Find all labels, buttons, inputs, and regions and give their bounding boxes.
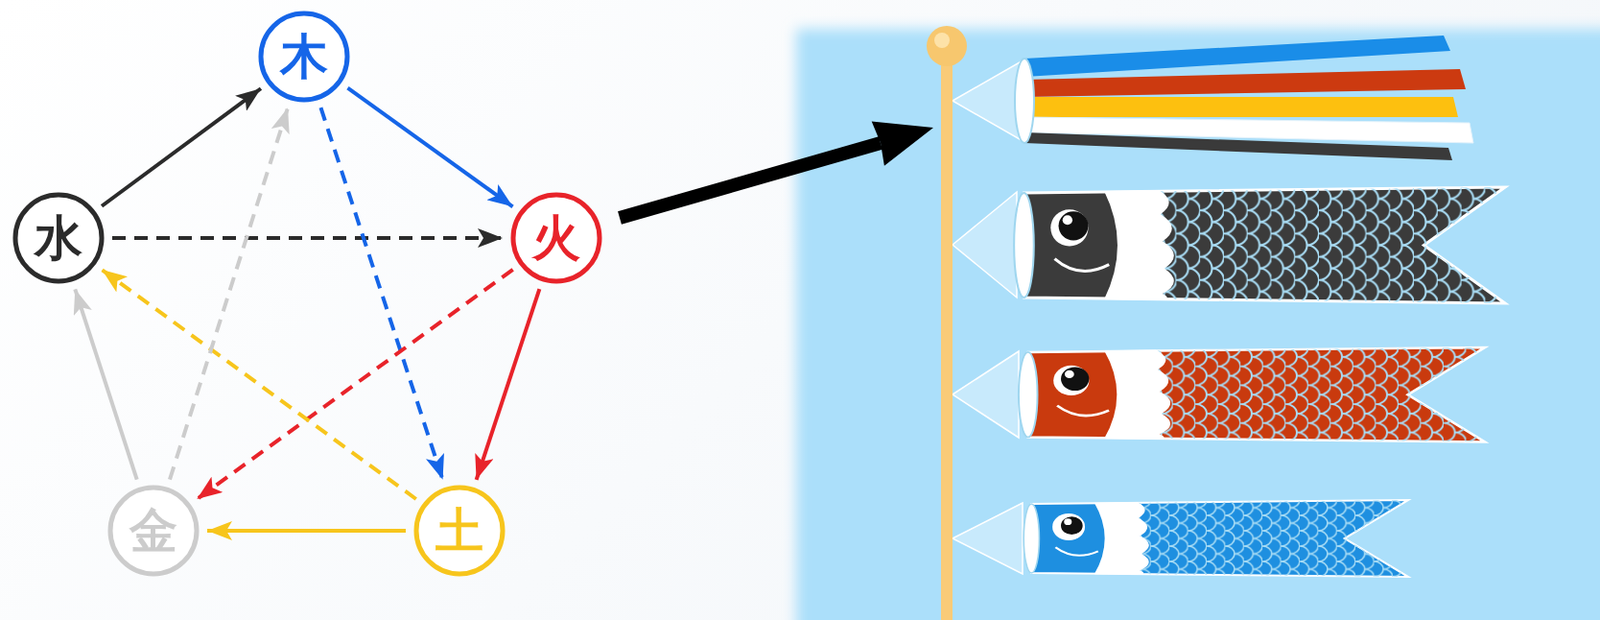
black-carp xyxy=(1013,187,1506,304)
element-circle: 水 xyxy=(12,191,105,284)
overcoming-arrow xyxy=(196,269,513,499)
pointer-arrow xyxy=(619,121,934,219)
overcoming-arrow xyxy=(169,107,288,479)
element-label: 金 xyxy=(107,484,200,577)
pole xyxy=(926,25,967,620)
element-label: 木 xyxy=(258,10,351,103)
element-label: 土 xyxy=(413,484,506,577)
overcoming-arrow xyxy=(101,269,417,499)
generating-arrow xyxy=(101,88,261,206)
generating-arrow xyxy=(347,88,513,208)
element-circle: 木 xyxy=(258,10,351,103)
overcoming-arrow xyxy=(320,107,443,480)
streamer-strings xyxy=(952,59,1025,574)
generating-arrow xyxy=(476,288,541,480)
generating-arrow xyxy=(74,288,137,479)
overcoming-arrow xyxy=(112,235,503,240)
sky-panel xyxy=(796,28,1600,620)
element-circle: 土 xyxy=(413,484,506,577)
red-carp xyxy=(1018,347,1485,442)
element-label: 火 xyxy=(510,191,603,284)
element-circle: 火 xyxy=(510,191,603,284)
generating-arrow xyxy=(207,528,406,533)
element-label: 水 xyxy=(12,191,105,284)
blue-carp xyxy=(1023,499,1409,577)
fukinagashi-streamer xyxy=(1014,35,1474,161)
element-circle: 金 xyxy=(107,484,200,577)
